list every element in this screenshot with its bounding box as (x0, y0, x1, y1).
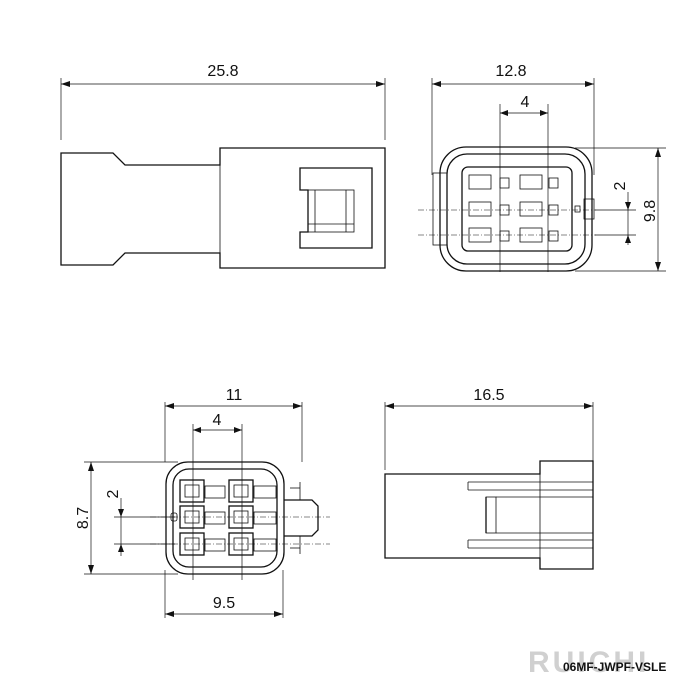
front-housing-outer (439, 146, 593, 272)
housing-outline (60, 147, 386, 269)
dim-row-pitch-2: 2 (595, 181, 636, 245)
dim-height-8-7: 8.7 (75, 461, 178, 575)
svg-text:2: 2 (612, 181, 629, 190)
dim-length-16-5: 16.5 (384, 387, 594, 470)
dim-width-12-8: 12.8 (431, 63, 595, 175)
dim-pitch-4: 4 (499, 94, 549, 272)
dim-width-11: 11 (164, 387, 303, 462)
svg-text:9.5: 9.5 (213, 595, 235, 612)
svg-text:11: 11 (226, 387, 243, 404)
front-housing-inner (446, 153, 586, 265)
dim-overall-length: 25.8 (60, 63, 386, 140)
latch-window (299, 167, 373, 249)
svg-text:4: 4 (521, 94, 530, 111)
top-housing-outline (384, 460, 594, 570)
svg-text:12.8: 12.8 (495, 63, 526, 80)
rear-housing-inner (172, 468, 278, 568)
front-view-top-right: 12.8 4 9.8 2 (418, 63, 666, 272)
svg-text:16.5: 16.5 (473, 387, 504, 404)
dim-base-9-5: 9.5 (164, 570, 284, 618)
rear-housing-outer (165, 461, 285, 575)
cavities-top-right (468, 174, 559, 243)
rear-view-bottom-left: 11 4 8.7 2 (75, 387, 330, 618)
dim-row-pitch-2-rear: 2 (105, 489, 175, 556)
brand-watermark: RUICHI 06MF-JWPF-VSLE (528, 646, 666, 679)
part-number: 06MF-JWPF-VSLE (563, 660, 666, 674)
svg-text:2: 2 (105, 489, 122, 498)
dim-label-25-8: 25.8 (207, 63, 238, 80)
dim-height-9-8: 9.8 (575, 147, 666, 272)
brand-logo-text: RUICHI (528, 646, 649, 679)
side-view-top-left: 25.8 (60, 63, 386, 269)
svg-text:9.8: 9.8 (642, 200, 659, 222)
top-view-bottom-right: 16.5 (384, 387, 594, 570)
svg-text:8.7: 8.7 (75, 507, 92, 529)
cavity-block (461, 166, 573, 252)
svg-text:4: 4 (213, 412, 222, 429)
